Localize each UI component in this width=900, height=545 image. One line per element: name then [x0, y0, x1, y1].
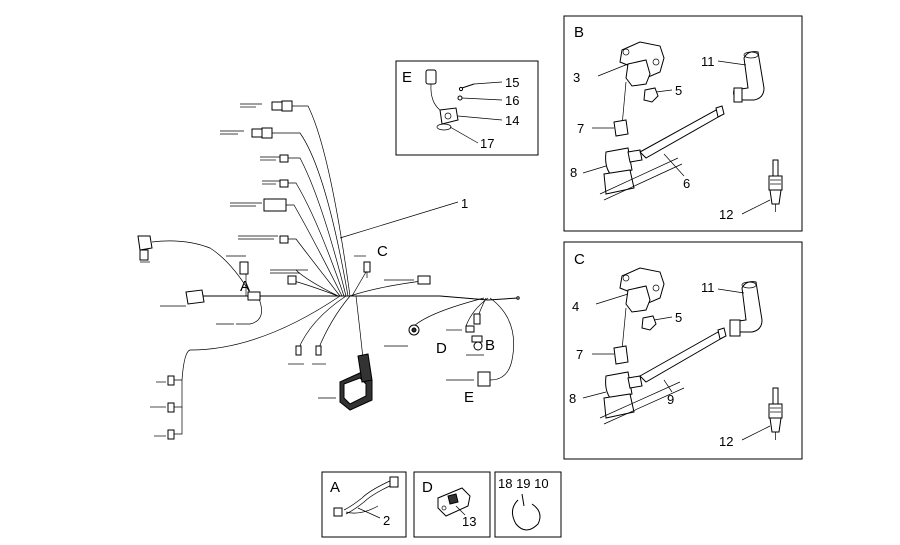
callout-9: 9 — [667, 392, 674, 407]
panel-b-letter: B — [574, 24, 584, 41]
panel-misc: 18 19 10 — [494, 471, 562, 538]
terminal-icon — [613, 345, 629, 365]
sensor-icon — [137, 235, 153, 261]
nut-icon — [641, 315, 657, 331]
spark-plug-icon — [768, 387, 783, 440]
panel-e-letter: E — [402, 69, 412, 86]
callout-12: 12 — [719, 207, 733, 222]
marker-d: D — [436, 340, 447, 357]
panel-a: A 2 — [321, 471, 407, 538]
panel-c-frame — [563, 241, 803, 460]
spark-plug-cap-icon — [729, 281, 763, 337]
panel-b: B 3 11 5 7 — [563, 15, 803, 232]
nut-icon — [643, 87, 659, 103]
connector-icon — [167, 100, 491, 440]
callout-5: 5 — [675, 83, 682, 98]
marker-e: E — [464, 389, 474, 406]
callout-18-19-10: 18 19 10 — [498, 476, 549, 491]
callout-17: 17 — [480, 136, 494, 151]
washer-icon — [457, 95, 463, 101]
ignition-coil-icon — [619, 267, 665, 351]
panel-d: D 13 — [413, 471, 491, 538]
injector-icon — [185, 289, 205, 305]
sensor-icon — [408, 324, 483, 351]
callout-6: 6 — [683, 176, 690, 191]
illegible-labels — [140, 103, 484, 437]
callout-11: 11 — [701, 54, 715, 69]
callout-2: 2 — [383, 513, 390, 528]
callout-7: 7 — [577, 121, 584, 136]
callout-8: 8 — [570, 165, 577, 180]
callout-4: 4 — [572, 299, 579, 314]
fuse-box-icon — [339, 353, 373, 411]
wiring-harness-icon — [333, 476, 399, 517]
elbow-connector-icon — [603, 147, 643, 195]
clip-ring-icon — [512, 493, 541, 531]
panel-d-letter: D — [422, 479, 433, 496]
callout-13: 13 — [462, 514, 476, 529]
panel-b-frame — [563, 15, 803, 232]
pickup-sensor-icon — [425, 69, 459, 131]
panel-d-frame — [413, 471, 491, 538]
callout-7: 7 — [576, 347, 583, 362]
callout-15: 15 — [505, 75, 519, 90]
main-harness: 1 — [137, 100, 520, 440]
relay-icon — [437, 487, 471, 517]
callout-5: 5 — [675, 310, 682, 325]
hose-icon — [599, 327, 727, 425]
callout-1: 1 — [461, 196, 468, 211]
panel-a-frame — [321, 471, 407, 538]
callout-14: 14 — [505, 113, 519, 128]
callout-3: 3 — [573, 70, 580, 85]
panel-e-frame — [395, 60, 539, 156]
elbow-connector-icon — [603, 371, 643, 419]
callout-11: 11 — [701, 280, 715, 295]
panel-c: C 4 11 5 7 — [563, 241, 803, 460]
panel-c-letter: C — [574, 251, 585, 268]
marker-b: B — [485, 337, 495, 354]
marker-c: C — [377, 243, 388, 260]
sensor-icon — [363, 261, 371, 278]
spark-plug-icon — [768, 159, 783, 212]
ignition-coil-icon — [619, 41, 665, 127]
panel-misc-frame — [494, 471, 562, 538]
screw-icon — [458, 83, 475, 92]
callout-16: 16 — [505, 93, 519, 108]
callout-12: 12 — [719, 434, 733, 449]
marker-a: A — [240, 278, 250, 295]
panel-a-letter: A — [330, 479, 340, 496]
terminal-icon — [613, 119, 629, 137]
panel-e: E 15 16 14 17 — [395, 60, 539, 156]
spark-plug-cap-icon — [733, 51, 765, 103]
hose-icon — [599, 105, 725, 201]
callout-8: 8 — [569, 391, 576, 406]
